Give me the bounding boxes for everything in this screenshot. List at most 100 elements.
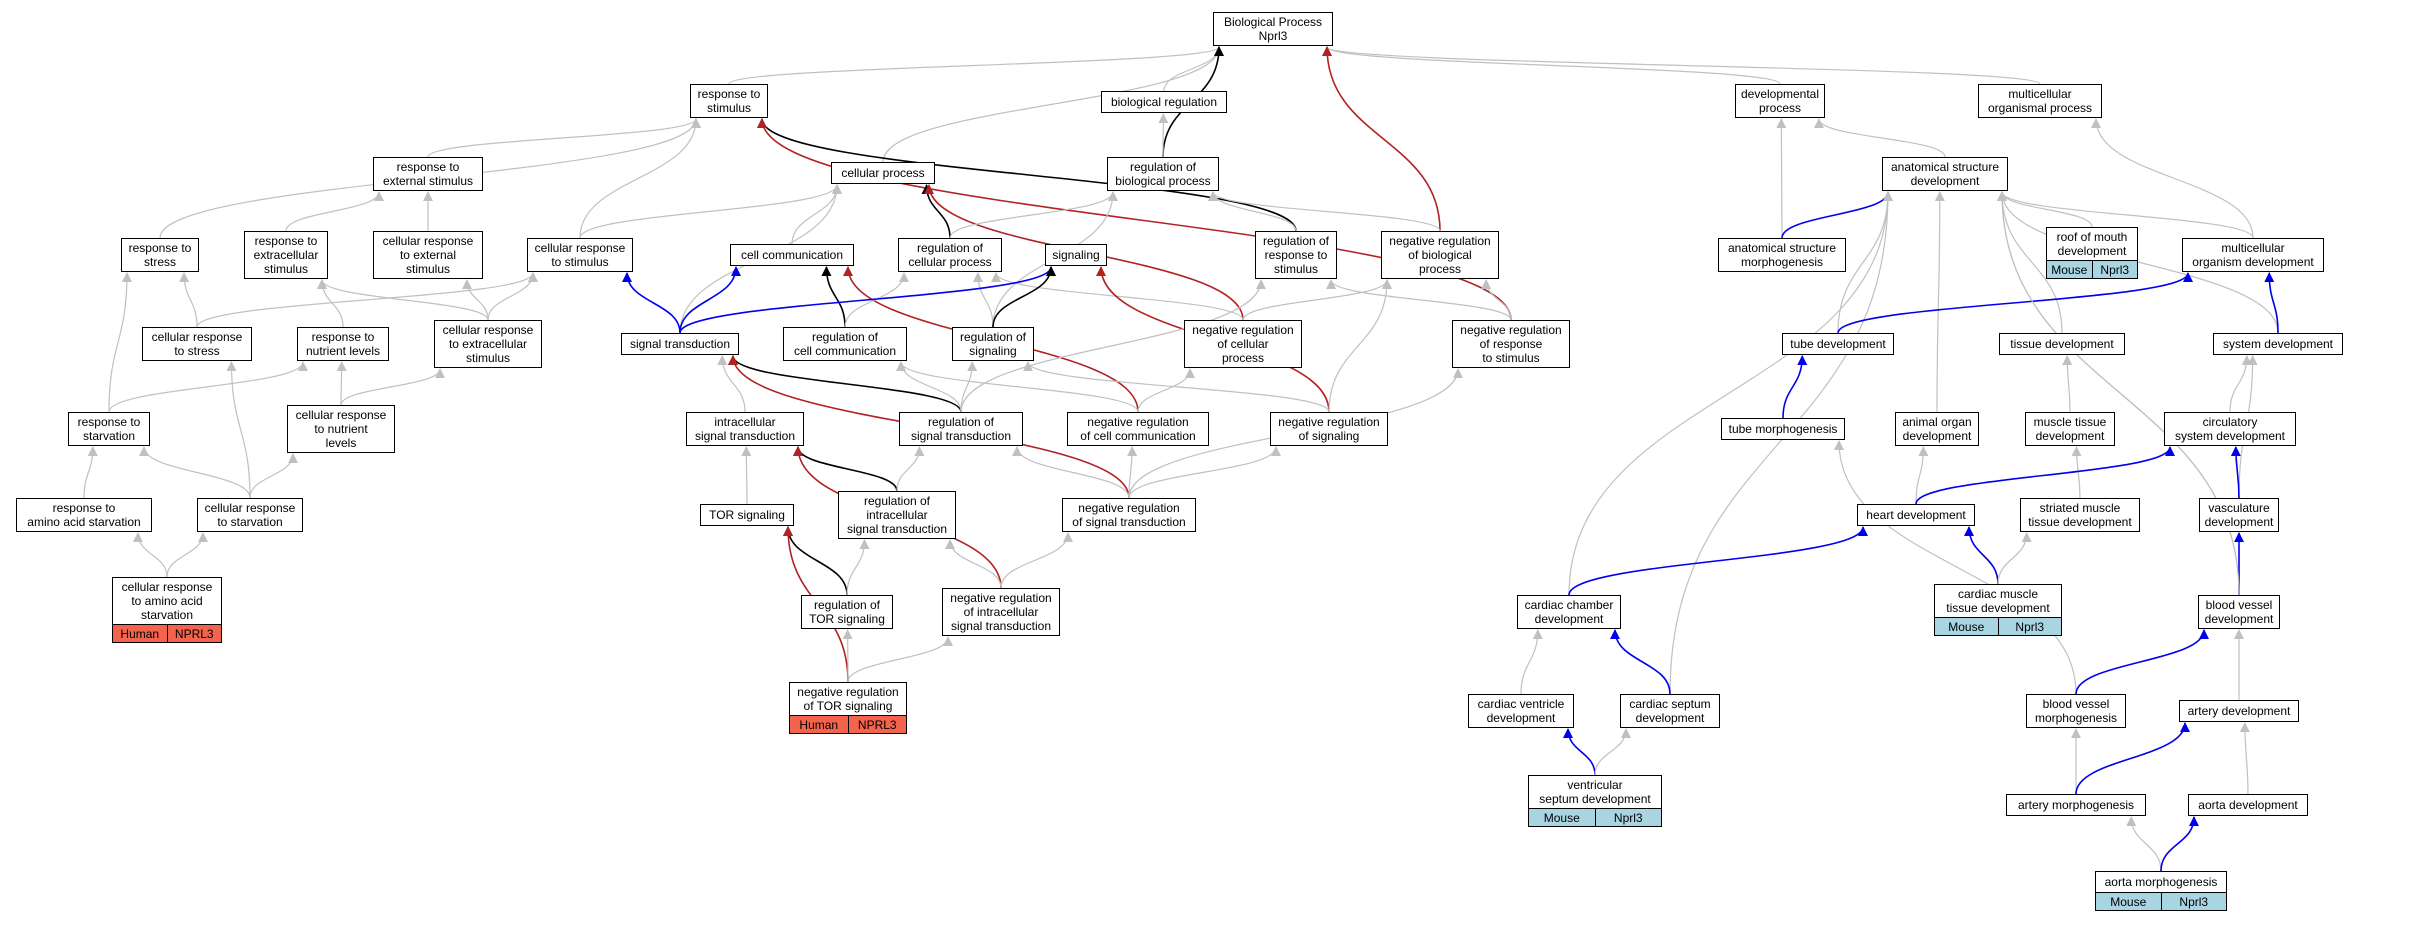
annotation-species: Human xyxy=(120,626,160,641)
node-system-development[interactable]: system development xyxy=(2213,333,2343,355)
node-tube-morphogenesis[interactable]: tube morphogenesis xyxy=(1721,418,1845,440)
node-multicellular-organism-development[interactable]: multicellular organism development xyxy=(2182,238,2324,272)
node-anatomical-structure-morphogenesis[interactable]: anatomical structure morphogenesis xyxy=(1718,238,1846,272)
node-cellular-response-to-stimulus[interactable]: cellular response to stimulus xyxy=(527,238,633,272)
node-muscle-tissue-development[interactable]: muscle tissue development xyxy=(2025,412,2115,446)
node-animal-organ-development[interactable]: animal organ development xyxy=(1895,412,1979,446)
node-vasculature-development[interactable]: vasculature development xyxy=(2199,498,2279,532)
node-intracellular-signal-transduction[interactable]: intracellular signal transduction xyxy=(686,412,804,446)
annotation-gene: NPRL3 xyxy=(166,625,222,642)
annotation-species: Mouse xyxy=(2051,262,2088,277)
node-response-to-extracellular-stimulus[interactable]: response to extracellular stimulus xyxy=(244,231,328,279)
node-cellular-response-to-extracellular-stimulus[interactable]: cellular response to extracellular stimu… xyxy=(434,320,542,368)
edge-cardiac_chamber-to-anat_dev xyxy=(1568,191,1893,596)
edge-cardiac_septum-to-cardiac_chamber xyxy=(1610,629,1671,695)
node-blood-vessel-morphogenesis[interactable]: blood vessel morphogenesis xyxy=(2026,694,2126,728)
node-regulation-of-intracellular-signal-transduction[interactable]: regulation of intracellular signal trans… xyxy=(838,491,956,539)
edge-neg_reg_bio-to-bp_root xyxy=(1322,46,1441,232)
node-cellular-response-to-nutrient-levels[interactable]: cellular response to nutrient levels xyxy=(287,405,395,453)
node-cellular-process[interactable]: cellular process xyxy=(831,162,935,184)
node-response-to-stress[interactable]: response to stress xyxy=(121,238,199,272)
edge-resp_stim-to-bp_root xyxy=(728,46,1224,85)
edge-resp_starv-to-resp_stress xyxy=(108,272,132,413)
edge-circ_sys-to-system_dev xyxy=(2229,355,2252,413)
node-striated-muscle-tissue-development[interactable]: striated muscle tissue development xyxy=(2020,498,2140,532)
node-tor-signaling[interactable]: TOR signaling xyxy=(700,504,794,526)
node-cellular-response-to-starvation[interactable]: cellular response to starvation xyxy=(197,498,303,532)
edge-cardiac_muscle-to-heart_dev xyxy=(1964,526,1999,585)
annotation-aorta-morphogenesis: Mouse Nprl3 xyxy=(2095,893,2227,911)
node-cell-communication[interactable]: cell communication xyxy=(730,244,854,266)
node-ventricular-septum-development[interactable]: ventricular septum development xyxy=(1528,775,1662,809)
edge-reg_sig_trans-to-reg_signaling xyxy=(960,361,978,413)
node-cellular-response-to-external-stimulus[interactable]: cellular response to external stimulus xyxy=(373,231,483,279)
node-developmental-process[interactable]: developmental process xyxy=(1735,84,1825,118)
edge-neg_reg_cell_proc-to-reg_cell_proc xyxy=(991,272,1244,321)
edge-neg_reg_resp-to-reg_resp_stim xyxy=(1326,279,1512,321)
edge-cell_resp_stress-to-cell_resp_stim xyxy=(196,272,538,328)
node-negative-regulation-of-signal-transduction[interactable]: negative regulation of signal transducti… xyxy=(1062,498,1196,532)
node-bp-root[interactable]: Biological Process Nprl3 xyxy=(1213,12,1333,46)
node-artery-development[interactable]: artery development xyxy=(2179,700,2299,722)
node-roof-of-mouth-development[interactable]: roof of mouth development xyxy=(2046,227,2138,261)
edge-neg_reg_cell_comm-to-reg_cell_comm xyxy=(896,361,1139,413)
edge-cell_resp_aa-to-resp_aa_starv xyxy=(132,532,168,578)
node-signaling[interactable]: signaling xyxy=(1045,244,1107,266)
edge-reg_cell_comm-to-cell_comm xyxy=(821,266,846,328)
node-blood-vessel-development[interactable]: blood vessel development xyxy=(2198,595,2280,629)
annotation-cardiac-muscle-tissue-development: Mouse Nprl3 xyxy=(1934,618,2062,636)
node-cardiac-ventricle-development[interactable]: cardiac ventricle development xyxy=(1468,694,1574,728)
edge-reg_intra_sig-to-intra_sig xyxy=(793,446,898,492)
node-regulation-of-cellular-process[interactable]: regulation of cellular process xyxy=(898,238,1002,272)
edge-cell_resp_extracell-to-resp_extracell xyxy=(317,279,489,321)
node-signal-transduction[interactable]: signal transduction xyxy=(621,333,739,355)
annotation-cellular-response-to-amino-acid-starvation: Human NPRL3 xyxy=(112,625,222,643)
node-negative-regulation-of-biological-process[interactable]: negative regulation of biological proces… xyxy=(1381,231,1499,279)
node-cardiac-muscle-tissue-development[interactable]: cardiac muscle tissue development xyxy=(1934,584,2062,618)
node-regulation-of-signal-transduction[interactable]: regulation of signal transduction xyxy=(899,412,1023,446)
node-regulation-of-biological-process[interactable]: regulation of biological process xyxy=(1107,157,1219,191)
edge-tube_morph-to-tube_dev xyxy=(1782,355,1808,419)
edge-neg_reg_intra-to-reg_intra_sig xyxy=(945,539,1002,589)
node-response-to-external-stimulus[interactable]: response to external stimulus xyxy=(373,157,483,191)
edge-aorta_morph-to-aorta_dev xyxy=(2160,816,2199,872)
node-multicellular-organismal-process[interactable]: multicellular organismal process xyxy=(1978,84,2102,118)
edge-tube_dev-to-anat_dev xyxy=(1837,191,1893,334)
node-tube-development[interactable]: tube development xyxy=(1782,333,1894,355)
node-cellular-response-to-stress[interactable]: cellular response to stress xyxy=(142,327,252,361)
annotation-species: Mouse xyxy=(1543,810,1580,825)
edge-neg_reg_cell_comm-to-neg_reg_cell_proc xyxy=(1137,368,1195,413)
node-negative-regulation-of-response-to-stimulus[interactable]: negative regulation of response to stimu… xyxy=(1452,320,1570,368)
node-response-to-nutrient-levels[interactable]: response to nutrient levels xyxy=(297,327,389,361)
node-biological-regulation[interactable]: biological regulation xyxy=(1101,91,1227,113)
node-negative-regulation-of-cellular-process[interactable]: negative regulation of cellular process xyxy=(1184,320,1302,368)
node-regulation-of-response-to-stimulus[interactable]: regulation of response to stimulus xyxy=(1255,231,1337,279)
node-aorta-morphogenesis[interactable]: aorta morphogenesis xyxy=(2095,871,2227,893)
node-heart-development[interactable]: heart development xyxy=(1857,504,1975,526)
node-response-to-stimulus[interactable]: response to stimulus xyxy=(690,84,768,118)
edge-neg_reg_resp-to-neg_reg_bio xyxy=(1481,279,1512,321)
edge-heart_dev-to-animal_organ xyxy=(1915,446,1929,505)
node-tissue-development[interactable]: tissue development xyxy=(1999,333,2125,355)
node-negative-regulation-of-signaling[interactable]: negative regulation of signaling xyxy=(1270,412,1388,446)
edge-cell_resp_starv-to-cell_resp_stress xyxy=(226,361,251,499)
node-response-to-starvation[interactable]: response to starvation xyxy=(68,412,150,446)
node-negative-regulation-of-intracellular-signal-transduction[interactable]: negative regulation of intracellular sig… xyxy=(942,588,1060,636)
node-cardiac-chamber-development[interactable]: cardiac chamber development xyxy=(1517,595,1621,629)
node-cellular-response-to-amino-acid-starvation[interactable]: cellular response to amino acid starvati… xyxy=(112,577,222,625)
node-anatomical-structure-development[interactable]: anatomical structure development xyxy=(1882,157,2008,191)
node-aorta-development[interactable]: aorta development xyxy=(2188,794,2308,816)
edge-cell_resp_aa-to-cell_resp_starv xyxy=(166,532,208,578)
edge-aorta_morph-to-artery_morph xyxy=(2126,816,2162,872)
node-regulation-of-cell-communication[interactable]: regulation of cell communication xyxy=(783,327,907,361)
node-negative-regulation-of-tor-signaling[interactable]: negative regulation of TOR signaling xyxy=(789,682,907,716)
node-artery-morphogenesis[interactable]: artery morphogenesis xyxy=(2006,794,2146,816)
edge-vasc_dev-to-circ_sys xyxy=(2230,446,2241,499)
node-regulation-of-tor-signaling[interactable]: regulation of TOR signaling xyxy=(801,595,893,629)
node-cardiac-septum-development[interactable]: cardiac septum development xyxy=(1620,694,1720,728)
node-circulatory-system-development[interactable]: circulatory system development xyxy=(2164,412,2296,446)
node-regulation-of-signaling[interactable]: regulation of signaling xyxy=(952,327,1034,361)
node-negative-regulation-of-cell-communication[interactable]: negative regulation of cell communicatio… xyxy=(1067,412,1209,446)
node-response-to-amino-acid-starvation[interactable]: response to amino acid starvation xyxy=(16,498,152,532)
